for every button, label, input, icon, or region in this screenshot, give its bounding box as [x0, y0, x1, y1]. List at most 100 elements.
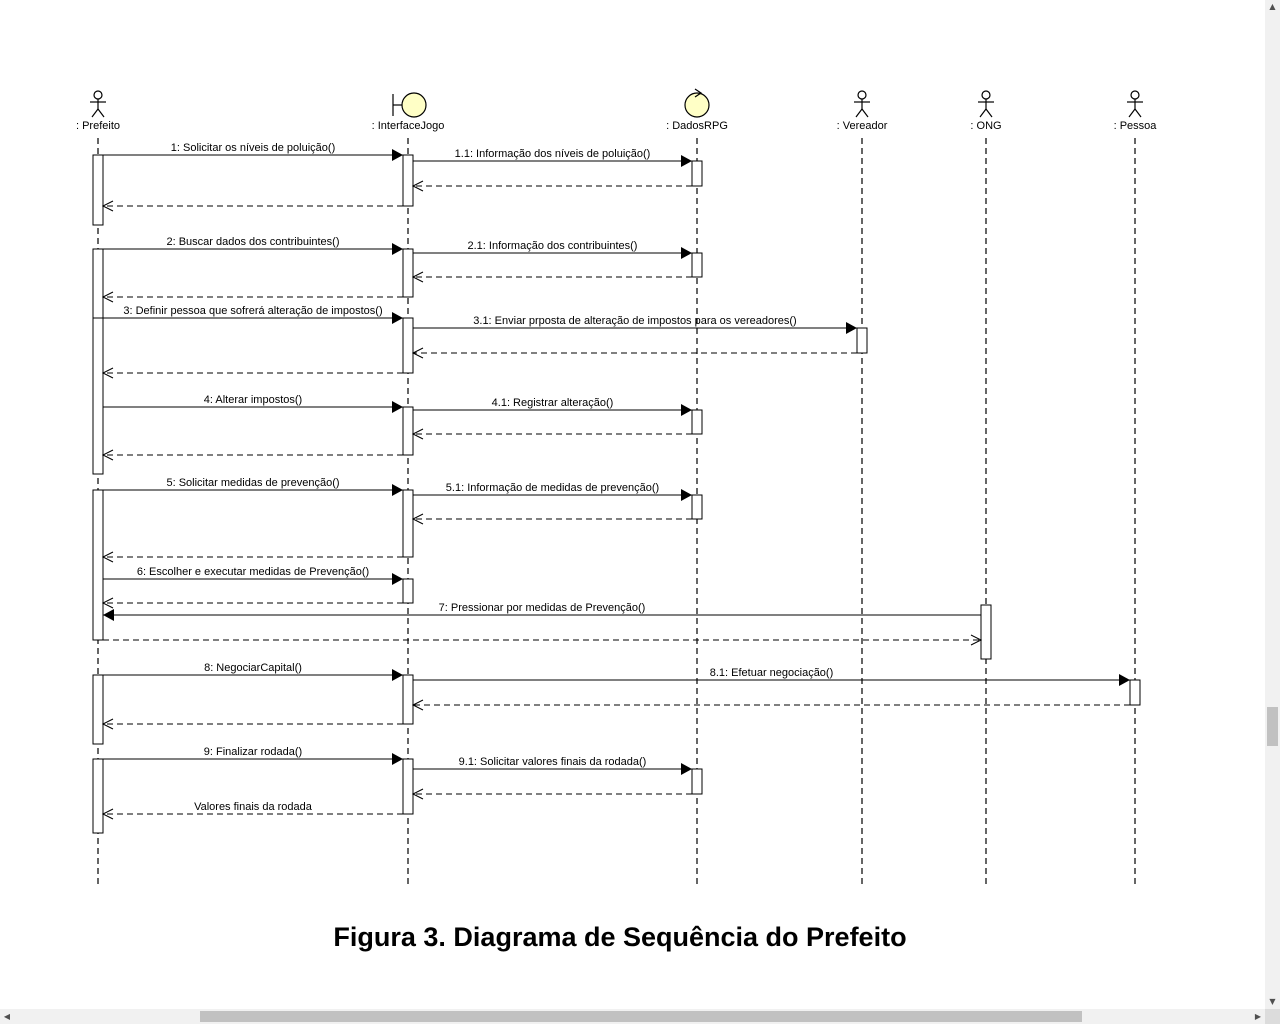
- activation-bar: [691, 409, 703, 435]
- message-label: 9.1: Solicitar valores finais da rodada(…: [459, 756, 647, 768]
- lifeline-label-prefeito: : Prefeito: [76, 120, 120, 132]
- boundary-circle-icon: [401, 92, 427, 118]
- activation-bar: [92, 674, 104, 745]
- activation-bar: [92, 489, 104, 641]
- open-arrowhead-icon: [101, 551, 114, 563]
- scroll-down-arrow-icon[interactable]: ▼: [1269, 997, 1276, 1006]
- actor-leg-icon: [861, 108, 869, 118]
- activation-bar: [402, 248, 414, 298]
- open-arrowhead-icon: [101, 449, 114, 461]
- filled-arrowhead-icon: [392, 484, 403, 496]
- activation-bar: [856, 327, 868, 354]
- activation-bar: [1129, 679, 1141, 706]
- activation-bar: [691, 160, 703, 187]
- message-label: 4.1: Registrar alteração(): [492, 397, 614, 409]
- filled-arrowhead-icon: [1119, 674, 1130, 686]
- filled-arrowhead-icon: [392, 669, 403, 681]
- message-label: 6: Escolher e executar medidas de Preven…: [137, 566, 369, 578]
- activation-bar: [92, 317, 104, 475]
- filled-arrowhead-icon: [681, 489, 692, 501]
- message-label: 1: Solicitar os níveis de poluição(): [171, 142, 335, 154]
- message-label: 3.1: Enviar prposta de alteração de impo…: [473, 315, 796, 327]
- filled-arrowhead-icon: [392, 149, 403, 161]
- filled-arrowhead-icon: [392, 243, 403, 255]
- filled-arrowhead-icon: [681, 763, 692, 775]
- filled-arrowhead-icon: [681, 247, 692, 259]
- open-arrowhead-icon: [970, 634, 983, 646]
- actor-head-icon: [981, 90, 991, 100]
- filled-arrowhead-icon: [681, 404, 692, 416]
- vertical-scrollbar[interactable]: ▲ ▼: [1265, 0, 1280, 1009]
- lifeline-label-pessoa: : Pessoa: [1114, 120, 1158, 132]
- actor-leg-icon: [1128, 108, 1136, 118]
- activation-bar: [402, 578, 414, 604]
- message-label: 4: Alterar impostos(): [204, 394, 302, 406]
- actor-leg-icon: [979, 108, 987, 118]
- message-label: Valores finais da rodada: [194, 801, 313, 813]
- activation-bar: [402, 317, 414, 374]
- filled-arrowhead-icon: [392, 753, 403, 765]
- message-label: 7: Pressionar por medidas de Prevenção(): [439, 602, 646, 614]
- message-label: 5.1: Informação de medidas de prevenção(…: [446, 482, 659, 494]
- figure-caption: Figura 3. Diagrama de Sequência do Prefe…: [333, 922, 907, 952]
- activation-bar: [402, 674, 414, 725]
- horizontal-scrollbar[interactable]: ◀ ▶: [0, 1009, 1265, 1024]
- activation-bar: [691, 252, 703, 278]
- actor-head-icon: [1130, 90, 1140, 100]
- filled-arrowhead-icon: [392, 573, 403, 585]
- actor-head-icon: [93, 90, 103, 100]
- activation-bar: [402, 154, 414, 207]
- actor-leg-icon: [985, 108, 993, 118]
- open-arrowhead-icon: [101, 808, 114, 820]
- open-arrowhead-icon: [411, 347, 424, 359]
- message-label: 2: Buscar dados dos contribuintes(): [166, 236, 339, 248]
- scroll-up-arrow-icon[interactable]: ▲: [1269, 2, 1276, 11]
- activation-bar: [691, 494, 703, 520]
- open-arrowhead-icon: [101, 367, 114, 379]
- actor-head-icon: [857, 90, 867, 100]
- activation-bar: [980, 604, 992, 660]
- open-arrowhead-icon: [411, 180, 424, 192]
- sequence-diagram: : Prefeito : InterfaceJogo : DadosRPG : Ver…: [76, 88, 1158, 885]
- activation-bar: [691, 768, 703, 795]
- activation-bar: [92, 758, 104, 834]
- actor-leg-icon: [91, 108, 99, 118]
- actor-leg-icon: [855, 108, 863, 118]
- lifeline-label-vereador: : Vereador: [837, 120, 888, 132]
- open-arrowhead-icon: [411, 513, 424, 525]
- filled-arrowhead-icon: [846, 322, 857, 334]
- message-label: 8: NegociarCapital(): [204, 662, 302, 674]
- message-label: 1.1: Informação dos níveis de poluição(): [455, 148, 651, 160]
- filled-arrowhead-icon: [392, 401, 403, 413]
- vertical-scroll-thumb[interactable]: [1267, 707, 1278, 746]
- message-label: 8.1: Efetuar negociação(): [710, 667, 834, 679]
- open-arrowhead-icon: [411, 788, 424, 800]
- lifeline-label-dados: : DadosRPG: [666, 120, 728, 132]
- lifeline-label-ong: : ONG: [970, 120, 1001, 132]
- scroll-left-arrow-icon[interactable]: ◀: [3, 1012, 11, 1021]
- lifeline-label-interface: : InterfaceJogo: [372, 120, 445, 132]
- filled-arrowhead-icon: [681, 155, 692, 167]
- control-circle-icon: [684, 92, 710, 118]
- open-arrowhead-icon: [101, 291, 114, 303]
- scroll-right-arrow-icon[interactable]: ▶: [1254, 1012, 1262, 1021]
- open-arrowhead-icon: [411, 699, 424, 711]
- message-label: 2.1: Informação dos contribuintes(): [468, 240, 638, 252]
- open-arrowhead-icon: [101, 200, 114, 212]
- open-arrowhead-icon: [101, 597, 114, 609]
- filled-arrowhead-icon: [392, 312, 403, 324]
- document-page: : Prefeito : InterfaceJogo : DadosRPG : Ver…: [75, 88, 1158, 952]
- open-arrowhead-icon: [411, 428, 424, 440]
- activation-bar: [402, 758, 414, 815]
- message-label: 5: Solicitar medidas de prevenção(): [166, 477, 339, 489]
- horizontal-scroll-thumb[interactable]: [200, 1011, 1082, 1022]
- activation-bar: [402, 406, 414, 456]
- filled-arrowhead-icon: [103, 609, 114, 621]
- scrollbar-corner: [1265, 1009, 1280, 1024]
- control-arrow-icon: [694, 88, 703, 98]
- activation-bar: [92, 248, 104, 319]
- activation-bar: [402, 489, 414, 558]
- message-label: 3: Definir pessoa que sofrerá alteração …: [123, 305, 382, 317]
- actor-leg-icon: [97, 108, 105, 118]
- open-arrowhead-icon: [411, 271, 424, 283]
